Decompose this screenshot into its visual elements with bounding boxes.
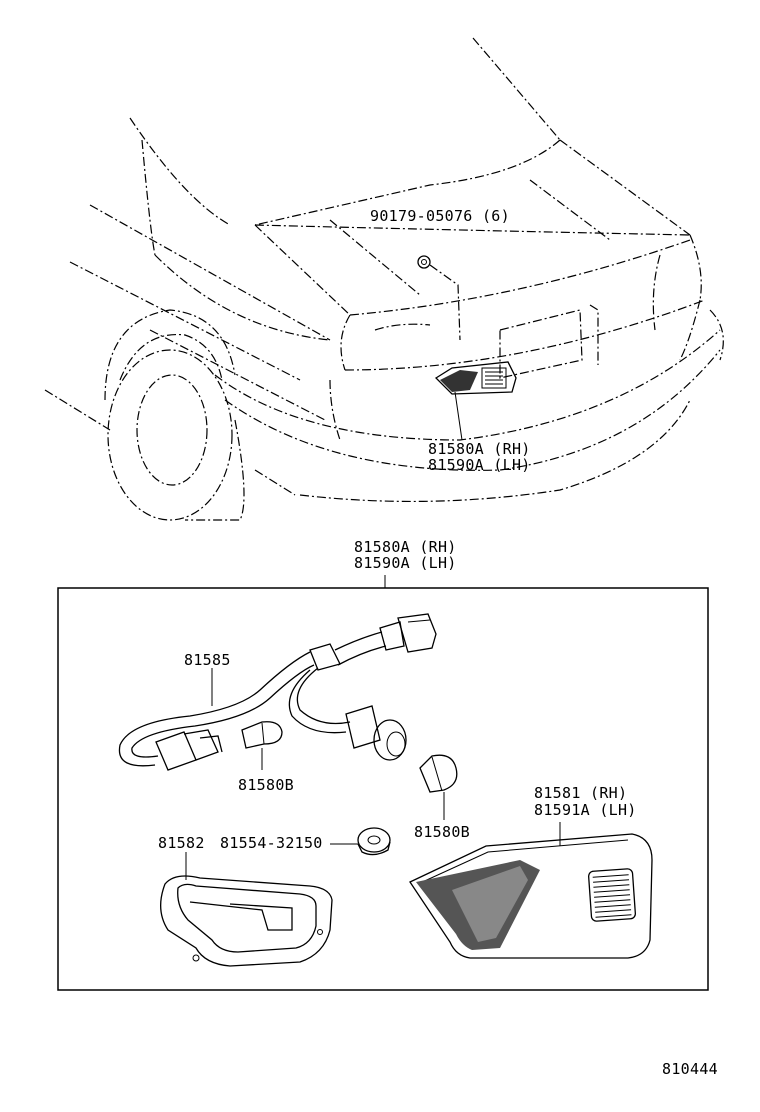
grommet-icon [357,827,391,853]
lens-part [409,822,653,959]
bulb-right-icon [419,754,458,793]
assembly-lh-label: 81590A (LH) [354,554,457,572]
grommet-part [330,827,391,856]
car-rear-illustration [44,37,724,521]
harness-label: 81585 [184,651,231,669]
bolt-icon [417,255,431,269]
lens-lh-label: 81591A (LH) [534,801,637,819]
bulb-left-icon [241,721,283,749]
assembly-rh-label: 81580A (RH) [354,538,457,556]
grommet-label: 81554-32150 [220,834,323,852]
gasket-part [160,852,333,967]
socket-harness [118,613,458,820]
illustration-number: 810444 [662,1060,718,1078]
lamp-lh-label: 81590A (LH) [428,456,531,474]
lens-rh-label: 81581 (RH) [534,784,627,802]
assembly-frame [57,587,709,991]
bulb-right-label: 81580B [414,823,470,841]
bolt-label: 90179-05076 (6) [370,207,510,225]
bulb-left-label: 81580B [238,776,294,794]
gasket-label: 81582 [158,834,205,852]
rear-lamp-on-car [434,361,517,395]
lamp-rh-label: 81580A (RH) [428,440,531,458]
